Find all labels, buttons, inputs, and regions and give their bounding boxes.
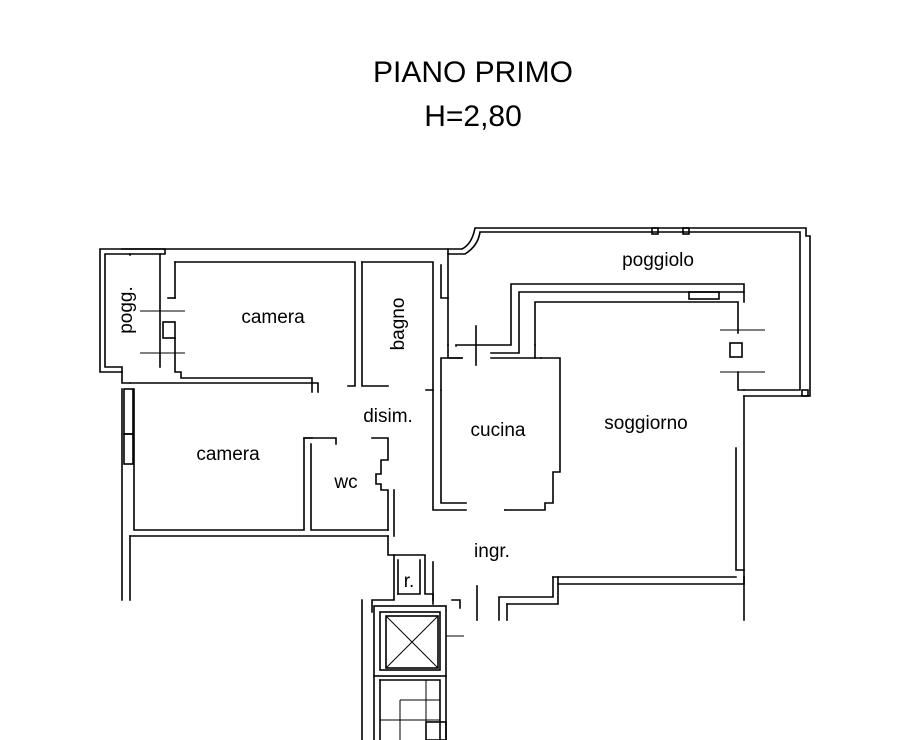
room-label-r: r. xyxy=(404,571,415,592)
room-label-camera-bottom: camera xyxy=(196,444,260,465)
room-label-wc: wc xyxy=(333,472,357,493)
room-label-cucina: cucina xyxy=(471,420,526,441)
wall-pogg-balcony xyxy=(99,248,185,373)
wall-entry xyxy=(361,509,745,740)
stairs xyxy=(373,675,447,740)
room-label-pogg: pogg. xyxy=(116,286,137,334)
room-label-poggiolo: poggiolo xyxy=(622,250,694,271)
elevator-shaft xyxy=(373,605,464,677)
wall-wc xyxy=(303,437,395,537)
room-label-disim: disim. xyxy=(363,406,413,427)
room-label-soggiorno: soggiorno xyxy=(604,413,687,434)
room-label-ingr: ingr. xyxy=(474,541,510,562)
wall-poggiolo xyxy=(447,227,811,397)
room-label-bagno: bagno xyxy=(388,298,409,351)
plan-height: H=2,80 xyxy=(424,100,522,133)
wall-bagno xyxy=(361,261,449,391)
plan-title: PIANO PRIMO xyxy=(373,56,573,89)
room-label-camera-top: camera xyxy=(241,307,305,328)
wall-soggiorno xyxy=(447,283,765,621)
wall-cucina xyxy=(432,344,561,511)
